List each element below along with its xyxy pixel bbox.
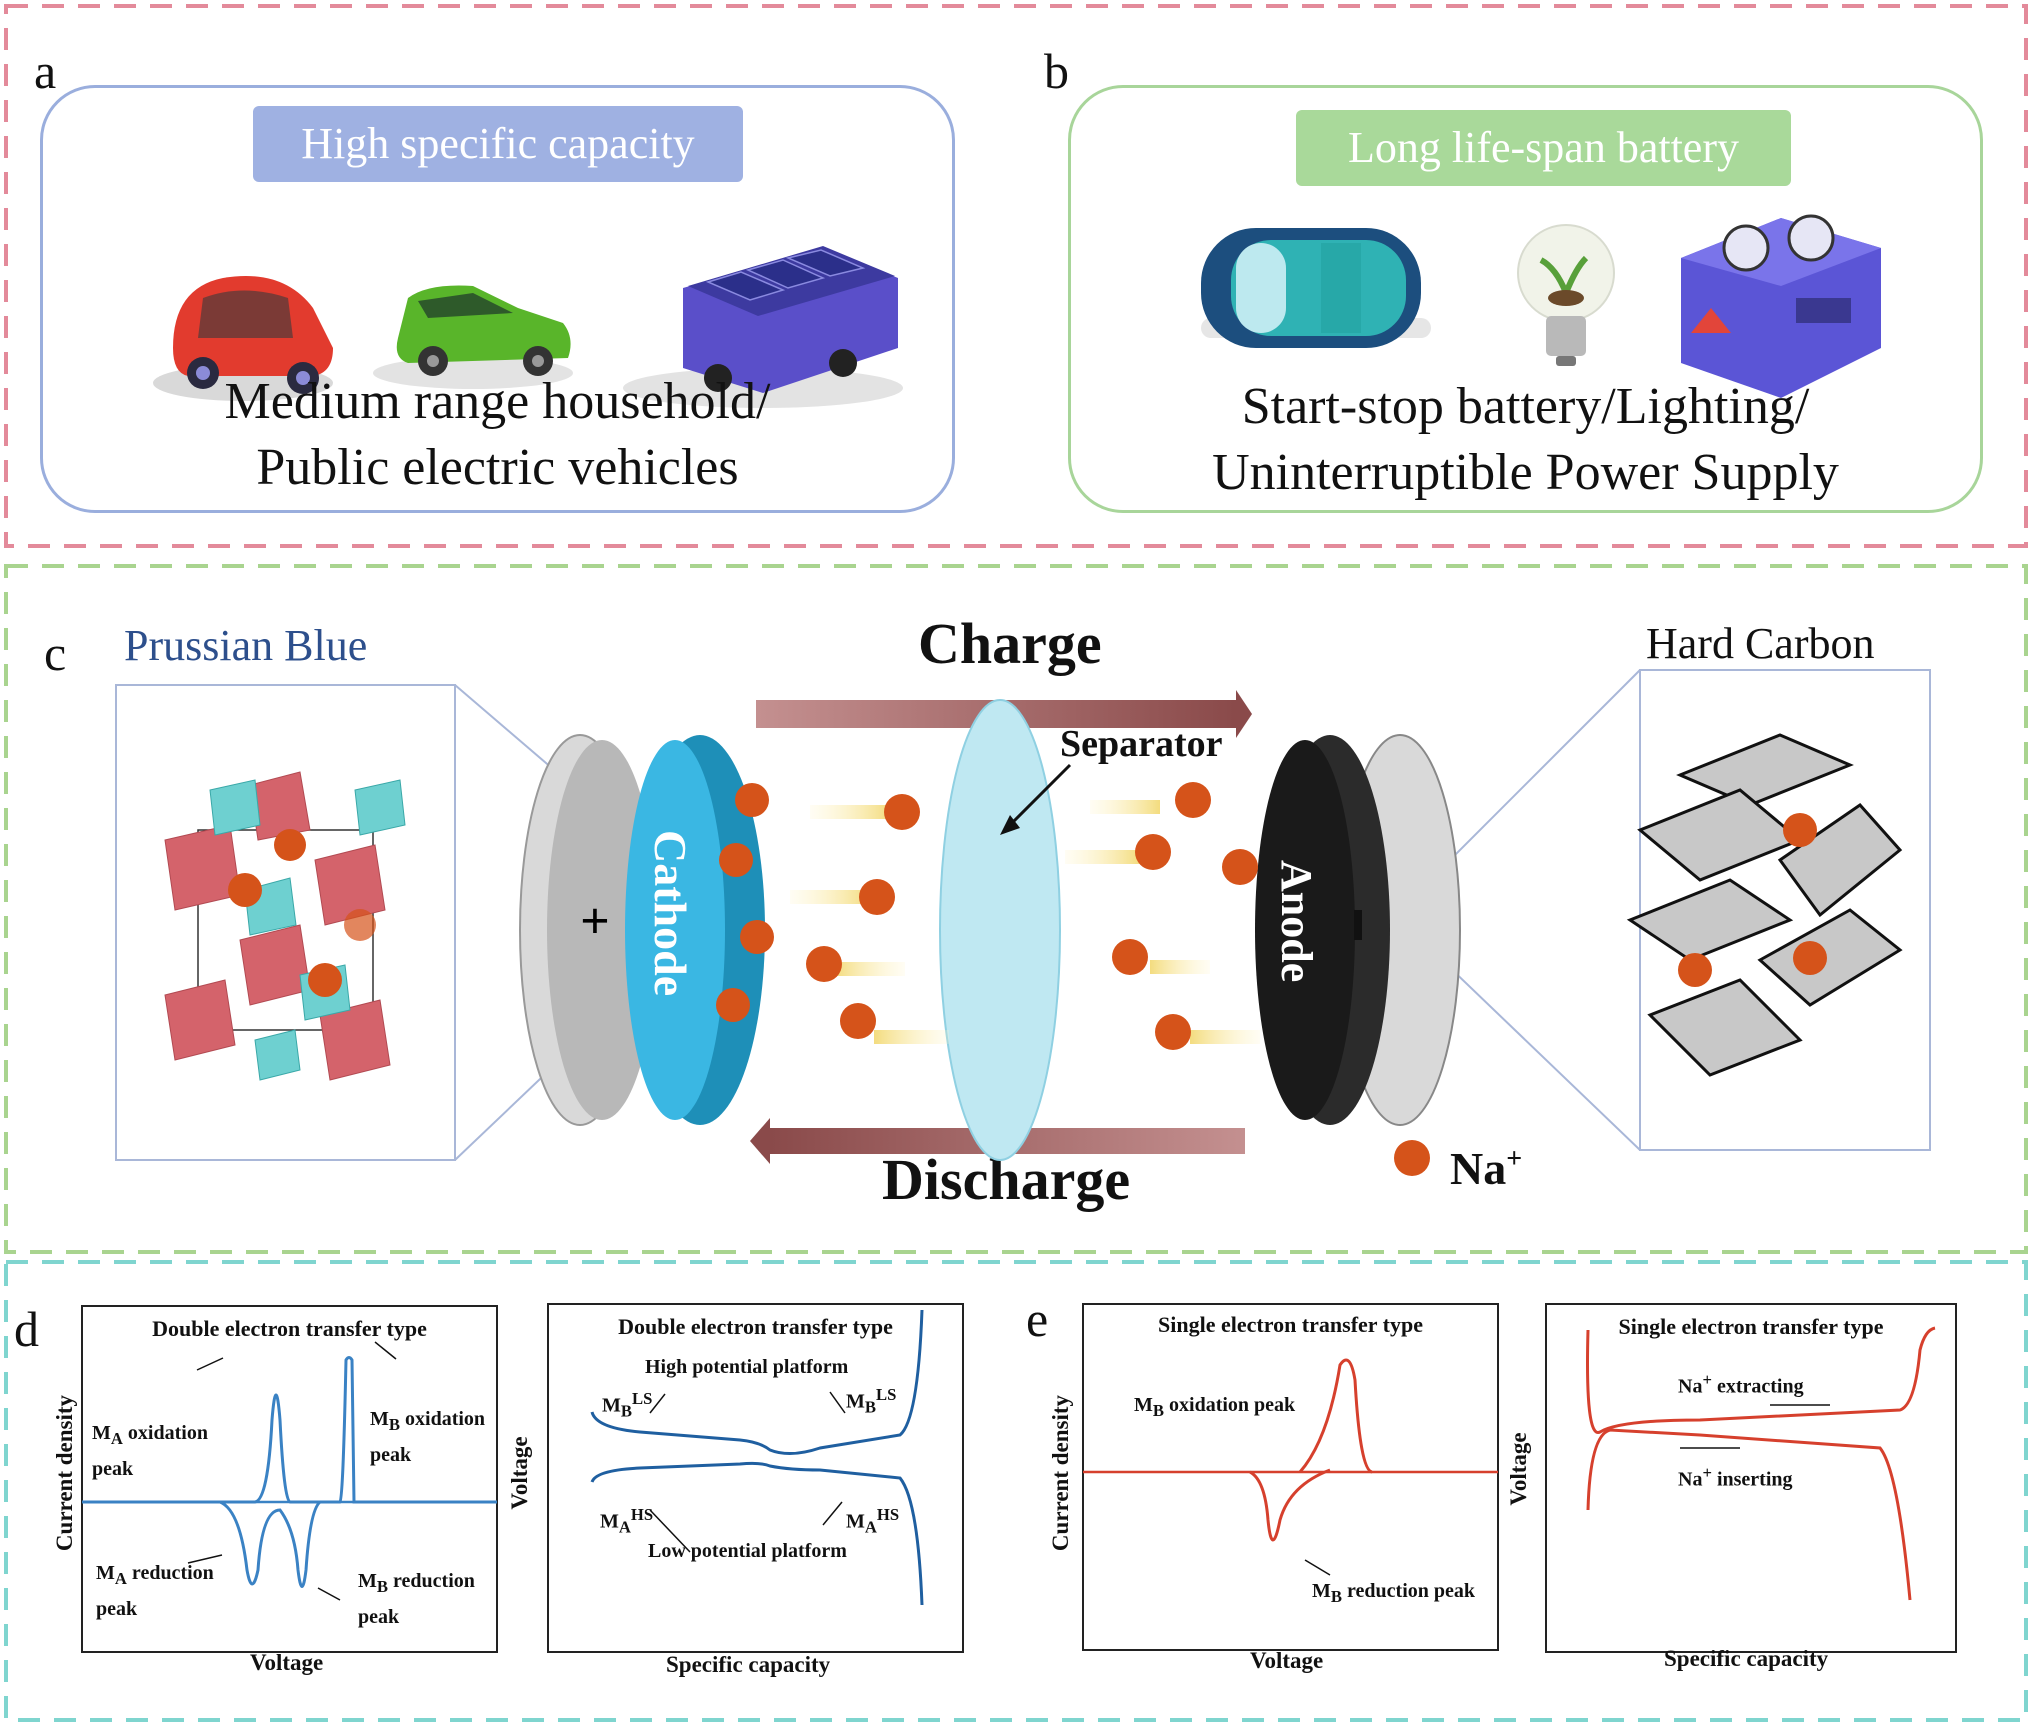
separator-label: Separator [1060,723,1223,765]
applications-illustration [1201,214,1881,398]
charge-label: Charge [918,611,1102,676]
d-gcd-xlabel: Specific capacity [666,1652,831,1677]
e-cv-ylabel: Current density [1048,1394,1073,1552]
light-bulb-icon [1517,224,1615,366]
panel-a-title: High specific capacity [253,106,743,182]
battery-diagram: + Cathode Anode [115,669,1931,1176]
d-gcd-high-label: High potential platform [645,1356,849,1378]
plus-sign: + [580,893,610,950]
e-cv-title: Single electron transfer type [1158,1312,1423,1337]
panel-b-card: Long life-span battery Start-stop b [1068,85,1983,513]
e-cv-ox-label: MB oxidation peak [1134,1394,1296,1420]
electric-bus-icon [623,246,903,408]
panel-a-card: High specific capacity Medium range hou [40,85,955,513]
panel-de-plots [81,1303,1957,1653]
panel-letter-b: b [1044,43,1069,99]
prussian-blue-structure [115,684,561,1161]
prussian-blue-label: Prussian Blue [124,621,368,670]
anode-disc: Anode [1255,734,1461,1126]
sodium-ions [790,782,1260,1050]
d-gcd-mb-ls-right: MBLS [846,1385,897,1417]
e-cv-red-label: MB reduction peak [1312,1580,1475,1606]
frame-top [4,4,2028,548]
d-cv-plot [81,1305,498,1653]
anode-text: Anode [1272,860,1321,982]
e-gcd-extract-label: Na+ extracting [1678,1370,1804,1398]
panel-letter-c: c [44,625,67,681]
d-cv-title: Double electron transfer type [152,1316,427,1341]
d-gcd-ma-hs-right: MAHS [846,1505,900,1537]
e-gcd-ylabel: Voltage [1506,1432,1531,1506]
hard-carbon-label: Hard Carbon [1646,619,1875,668]
d-cv-ylabel: Current density [52,1394,77,1552]
d-gcd-ma-hs-left: MAHS [600,1505,654,1537]
cathode-text: Cathode [645,830,696,996]
cathode-collector: + [519,734,657,1126]
vehicles-illustration [153,246,903,408]
ups-machine-icon [1681,214,1881,398]
frame-bottom [4,1260,2028,1722]
red-car-icon [153,276,333,401]
separator-disc [939,699,1072,1161]
d-gcd-ylabel: Voltage [507,1436,532,1510]
e-cv-plot [1082,1303,1499,1651]
e-cv-xlabel: Voltage [1250,1648,1324,1673]
panel-b-caption-line2: Uninterruptible Power Supply [1212,444,1839,501]
d-gcd-mb-ls-left: MBLS [602,1389,653,1421]
e-gcd-title: Single electron transfer type [1618,1314,1884,1339]
d-gcd-plot [547,1303,964,1653]
green-car-icon [373,285,573,389]
panel-b-title: Long life-span battery [1296,110,1791,186]
minus-sign [1354,910,1362,940]
frame-middle [4,564,2028,1254]
panel-letter-a: a [34,43,57,99]
e-gcd-xlabel: Specific capacity [1664,1646,1829,1671]
hard-carbon-structure [1394,669,1931,1151]
e-gcd-insert-label: Na+ inserting [1678,1463,1793,1491]
legend-ion-label: Na+ [1450,1143,1523,1194]
battery-icon [1201,228,1431,348]
d-gcd-low-label: Low potential platform [648,1540,847,1562]
panel-letter-d: d [14,1301,39,1357]
e-gcd-plot [1545,1303,1957,1653]
panel-a-caption-line1: Medium range household/ [224,373,771,430]
d-gcd-title: Double electron transfer type [618,1314,893,1339]
panel-letter-e: e [1026,1291,1049,1347]
cathode-disc: Cathode [625,735,774,1125]
legend-ion-dot [1394,1140,1430,1176]
d-cv-xlabel: Voltage [250,1650,324,1675]
panel-b-caption-line1: Start-stop battery/Lighting/ [1241,378,1810,435]
panel-a-caption-line2: Public electric vehicles [256,439,739,496]
